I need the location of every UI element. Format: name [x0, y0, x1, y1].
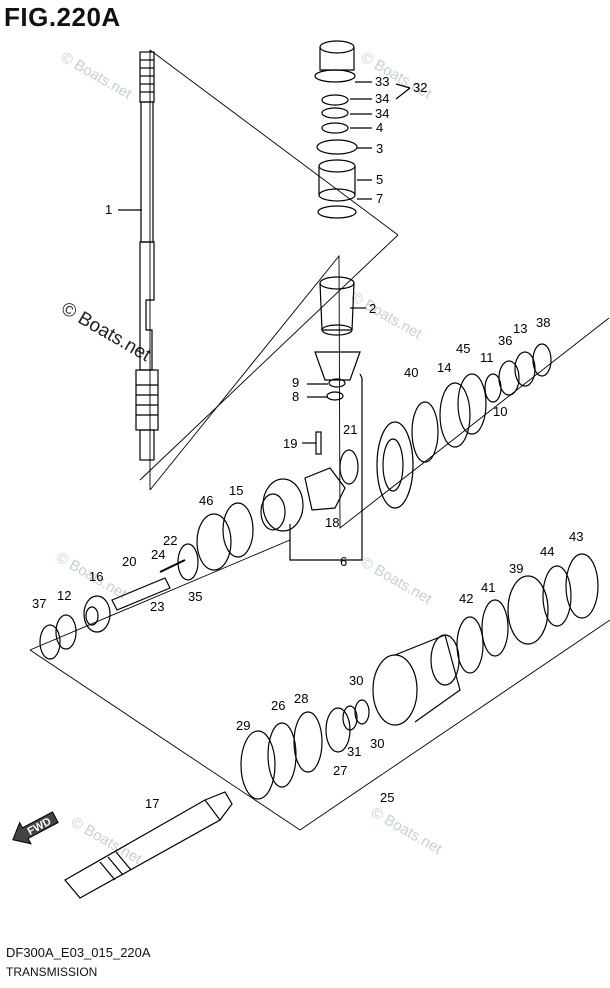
- callout-22: 22: [163, 533, 177, 548]
- pin-19: [315, 431, 322, 455]
- callout-23: 23: [150, 599, 164, 614]
- callout-3: 3: [376, 141, 383, 156]
- callout-30a: 30: [349, 673, 363, 688]
- callout-32: 32: [413, 80, 427, 95]
- callout-21: 21: [343, 422, 357, 437]
- callout-35: 35: [188, 589, 202, 604]
- fwd-arrow-icon: FWD: [12, 811, 59, 845]
- clutch-dog: [304, 467, 346, 511]
- callout-27: 27: [333, 763, 347, 778]
- callout-33: 33: [375, 74, 389, 89]
- pinion-gear: [314, 351, 361, 401]
- callout-43: 43: [569, 529, 583, 544]
- sleeve-part-2: [319, 276, 355, 336]
- forward-gear: [262, 478, 304, 532]
- callout-25: 25: [380, 790, 394, 805]
- callout-14: 14: [437, 360, 451, 375]
- callout-19: 19: [283, 436, 297, 451]
- callout-2: 2: [369, 301, 376, 316]
- watermark-faint: © Boats.net: [58, 49, 135, 103]
- callout-12: 12: [57, 588, 71, 603]
- callout-13: 13: [513, 321, 527, 336]
- part-labels: 1 2 3 4 5 6 7 8 9 10 11 12 13 14 15 16 1…: [32, 74, 583, 811]
- propeller-shaft: [64, 791, 233, 899]
- bearing-16: [83, 595, 111, 633]
- callout-34b: 34: [375, 106, 389, 121]
- watermark-faint: © Boats.net: [358, 49, 435, 103]
- bevel-gear: [376, 421, 414, 509]
- callout-46: 46: [199, 493, 213, 508]
- callout-8: 8: [292, 389, 299, 404]
- callout-44: 44: [540, 544, 554, 559]
- callout-42: 42: [459, 591, 473, 606]
- callout-16: 16: [89, 569, 103, 584]
- callout-17: 17: [145, 796, 159, 811]
- callout-37: 37: [32, 596, 46, 611]
- callout-36: 36: [498, 333, 512, 348]
- bearing-stack-top: [314, 40, 358, 219]
- callout-6: 6: [340, 554, 347, 569]
- callout-15: 15: [229, 483, 243, 498]
- callout-34a: 34: [375, 91, 389, 106]
- callout-20: 20: [122, 554, 136, 569]
- callout-11: 11: [480, 350, 494, 365]
- callout-39: 39: [509, 561, 523, 576]
- fwd-label: FWD: [26, 816, 54, 838]
- vertical-drive-shaft: [135, 51, 159, 461]
- callout-28: 28: [294, 691, 308, 706]
- callout-41: 41: [481, 580, 495, 595]
- callout-29: 29: [236, 718, 250, 733]
- callout-30b: 30: [370, 736, 384, 751]
- faint-watermarks: © Boats.net © Boats.net © Boats.net © Bo…: [53, 49, 445, 868]
- figure-title: FIG.220A: [4, 2, 121, 32]
- watermark-faint: © Boats.net: [358, 554, 435, 608]
- callout-10: 10: [493, 404, 507, 419]
- callout-24: 24: [151, 547, 165, 562]
- callout-38: 38: [536, 315, 550, 330]
- callout-1: 1: [105, 202, 112, 217]
- callout-45: 45: [456, 341, 470, 356]
- section-name: TRANSMISSION: [6, 965, 98, 979]
- drawing: [29, 40, 610, 899]
- callout-31: 31: [347, 744, 361, 759]
- watermark-faint: © Boats.net: [348, 289, 425, 343]
- callout-7: 7: [376, 191, 383, 206]
- diagram-code: DF300A_E03_015_220A: [6, 945, 151, 960]
- callout-40: 40: [404, 365, 418, 380]
- reverse-gear-housing: [372, 634, 461, 726]
- callout-26: 26: [271, 698, 285, 713]
- callout-18: 18: [325, 515, 339, 530]
- callout-4: 4: [376, 120, 383, 135]
- shift-rod-20: [111, 577, 171, 611]
- watermark-faint: © Boats.net: [368, 804, 445, 858]
- callout-9: 9: [292, 375, 299, 390]
- callout-5: 5: [376, 172, 383, 187]
